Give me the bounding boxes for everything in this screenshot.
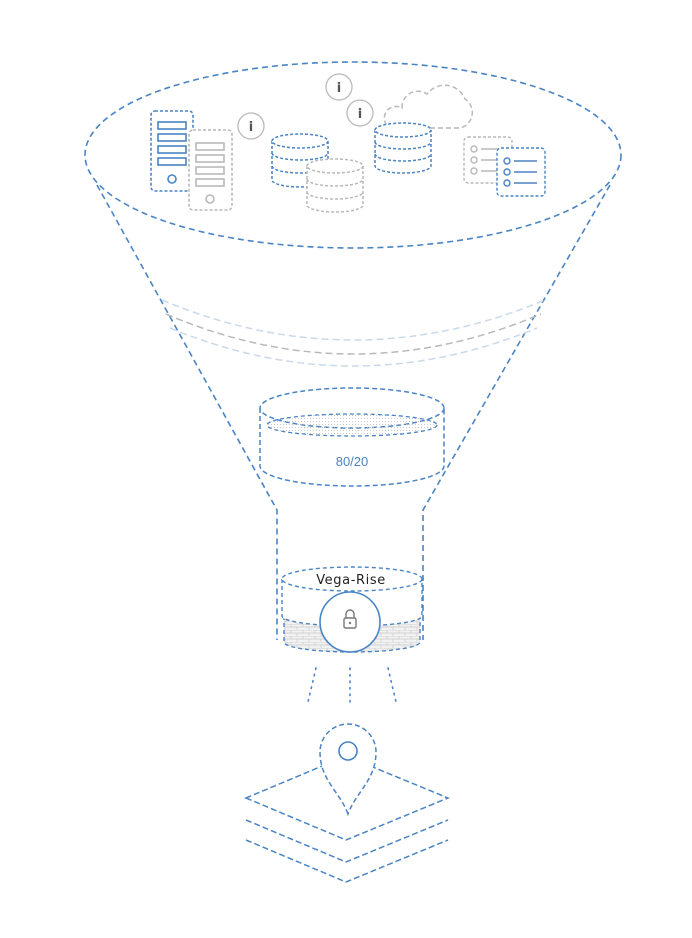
cloud-icon	[383, 84, 474, 129]
server-icon	[188, 129, 233, 211]
database-icon	[374, 122, 432, 174]
funnel-left-wall	[96, 184, 278, 640]
ratio-label: 80/20	[336, 454, 369, 469]
svg-text:i: i	[337, 81, 341, 96]
brand-label: Vega-Rise	[316, 573, 386, 588]
database-icon	[306, 158, 364, 213]
funnel-rim	[84, 61, 622, 249]
info-icon: i	[346, 99, 374, 127]
info-icon: i	[325, 73, 353, 101]
location-pin-icon	[319, 723, 377, 817]
document-list-icon	[496, 147, 546, 197]
filter-cylinder: 80/20	[259, 387, 445, 487]
funnel-right-wall	[422, 184, 611, 640]
info-icon: i	[237, 112, 265, 140]
lock-icon	[319, 591, 381, 653]
server-icon	[150, 110, 194, 192]
funnel-inner-rings	[161, 299, 546, 367]
svg-text:i: i	[249, 120, 253, 135]
output-flow	[307, 667, 397, 703]
svg-text:i: i	[358, 107, 362, 122]
funnel-icon	[84, 61, 622, 640]
